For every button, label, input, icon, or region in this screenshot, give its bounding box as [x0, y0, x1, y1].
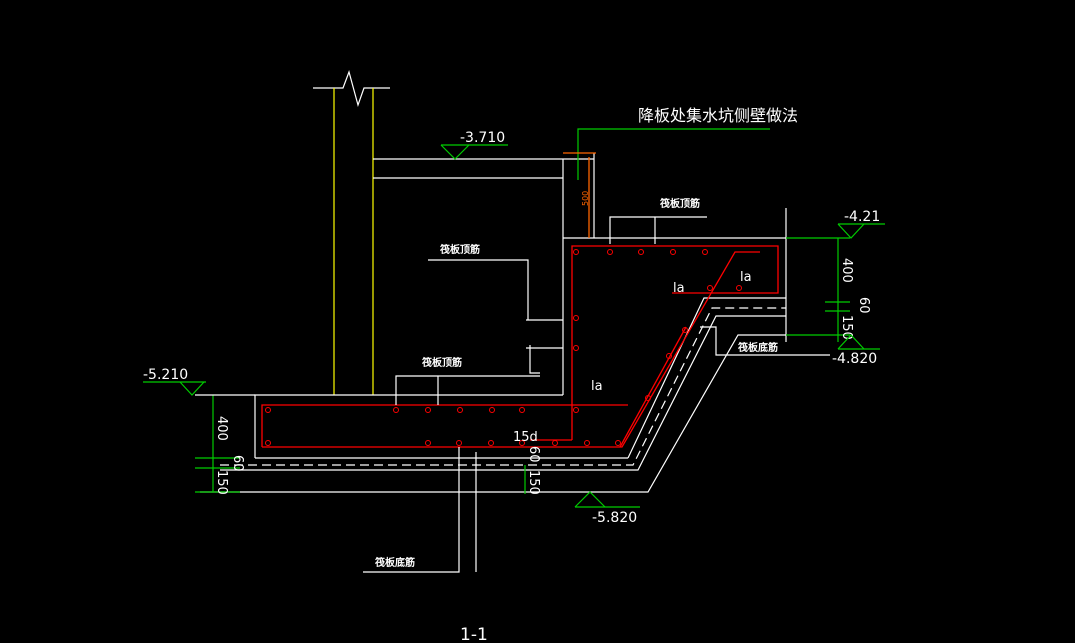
label-bottom-rebar-right: 筏板底筋 — [738, 341, 778, 354]
lower-slab — [200, 297, 830, 493]
dim-left-400: 400 — [214, 416, 229, 441]
dim-mid-150: 150 — [526, 470, 541, 495]
label-la-2: la — [740, 270, 752, 285]
elevation-5210: -5.210 — [143, 367, 188, 383]
elevation-3710: -3.710 — [460, 130, 505, 146]
upper-wall — [373, 153, 787, 395]
elevation-markers: -3.710 -4.21 -4.820 -5.210 -5.820 — [143, 130, 885, 526]
elevation-5820: -5.820 — [592, 510, 637, 526]
annotations: 降板处集水坑侧壁做法 筏板顶筋 筏板顶筋 筏板顶筋 筏板底筋 筏板底筋 la l… — [375, 106, 798, 643]
label-la-3: la — [591, 379, 603, 394]
label-la-1: la — [673, 281, 685, 296]
column — [313, 70, 390, 395]
dim-right-150: 150 — [839, 315, 854, 340]
leaders — [363, 128, 770, 573]
label-top-rebar-mid: 筏板顶筋 — [440, 243, 480, 256]
elevation-4820: -4.820 — [832, 351, 877, 367]
dim-left-150: 150 — [214, 470, 229, 495]
section-label: 1-1 — [460, 625, 488, 643]
label-bottom-rebar-lower: 筏板底筋 — [375, 556, 415, 569]
drawing-title: 降板处集水坑侧壁做法 — [638, 106, 798, 125]
label-top-rebar-upper: 筏板顶筋 — [660, 197, 700, 210]
dimensions: 400 60 150 60 150 400 60 150 — [195, 237, 871, 495]
dim-500: 500 — [581, 191, 590, 206]
wall-dimension: 500 — [563, 152, 596, 238]
label-15d: 15d — [513, 430, 538, 445]
elevation-421: -4.21 — [844, 209, 880, 225]
label-top-rebar-lower: 筏板顶筋 — [422, 356, 462, 369]
dim-right-400: 400 — [839, 258, 854, 283]
dim-mid-60: 60 — [526, 446, 541, 463]
dim-right-60: 60 — [856, 297, 871, 314]
rebar-dots — [265, 249, 742, 446]
dim-left-60: 60 — [230, 455, 245, 472]
rebar — [261, 245, 779, 448]
